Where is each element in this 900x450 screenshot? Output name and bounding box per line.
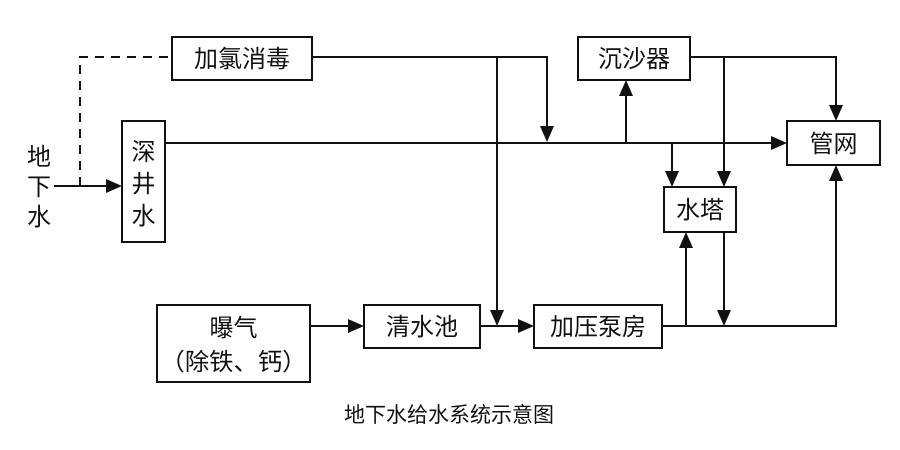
edge-groundwater-to-chlorination-dashed [79, 56, 172, 186]
node-pipe-network: 管网 [786, 120, 881, 166]
arrowhead-right-icon [106, 179, 122, 193]
node-chlorination: 加氯消毒 [171, 36, 313, 81]
node-deep-well: 深 井 水 [121, 120, 166, 243]
source-char-2: 下 [27, 173, 51, 201]
source-char-3: 水 [27, 203, 51, 231]
arrowhead-down-icon [717, 310, 731, 326]
arrowhead-up-icon [679, 232, 693, 248]
chlorination-label: 加氯消毒 [194, 45, 290, 73]
arrowhead-right-icon [348, 319, 364, 333]
arrowhead-down-icon [540, 126, 554, 142]
node-water-tower: 水塔 [663, 186, 737, 233]
source-label-groundwater: 地 下 水 [27, 143, 51, 231]
source-char-1: 地 [27, 143, 51, 171]
edge-chlorination-to-mainline [312, 56, 548, 128]
edge-sandsettler-to-pipenetwork [690, 56, 837, 108]
arrowhead-up-icon [619, 80, 633, 96]
aeration-label-line2: （除铁、钙） [161, 348, 307, 376]
arrowhead-down-icon [717, 171, 731, 187]
deep-well-char-1: 深 [132, 138, 156, 166]
arrowhead-down-icon [490, 310, 504, 326]
diagram-caption: 地下水给水系统示意图 [344, 403, 554, 427]
water-tower-label: 水塔 [676, 196, 724, 224]
clear-water-tank-label: 清水池 [386, 313, 458, 341]
arrowhead-up-icon [829, 165, 843, 181]
arrowhead-right-icon [771, 136, 787, 150]
arrowhead-right-icon [518, 319, 534, 333]
pipe-network-label: 管网 [810, 130, 858, 158]
sand-settler-label: 沉沙器 [598, 45, 670, 73]
node-clear-water-tank: 清水池 [363, 304, 481, 349]
node-sand-settler: 沉沙器 [577, 36, 691, 81]
node-booster-pump-house: 加压泵房 [533, 304, 663, 349]
deep-well-char-3: 水 [132, 202, 156, 230]
booster-pump-house-label: 加压泵房 [550, 313, 646, 341]
deep-well-char-2: 井 [132, 170, 156, 198]
node-aeration: 曝气 （除铁、钙） [156, 304, 311, 383]
aeration-label-line1: 曝气 [210, 314, 258, 342]
arrowhead-down-icon [665, 171, 679, 187]
edge-pump-to-pipenetwork [662, 178, 837, 327]
arrowhead-down-icon [829, 105, 843, 121]
